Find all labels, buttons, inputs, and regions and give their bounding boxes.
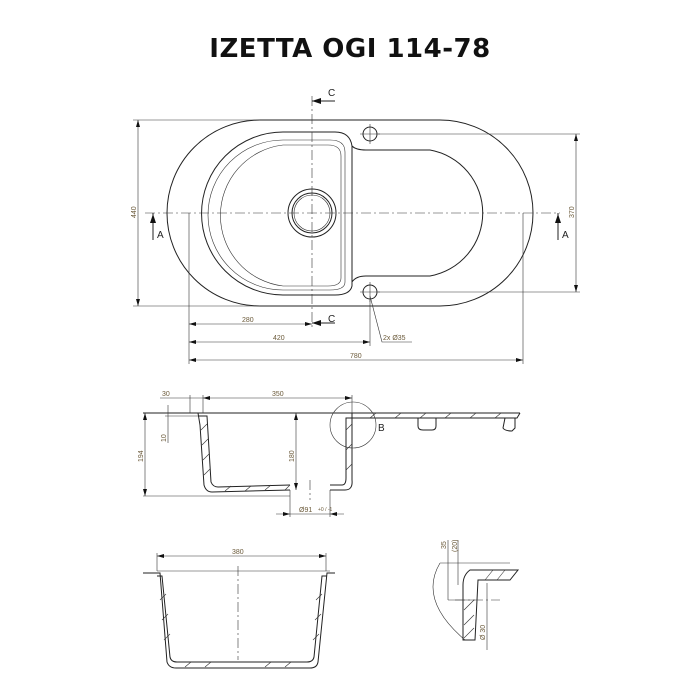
section-c-label-bottom: C [328, 314, 335, 325]
section-c-label-top: C [328, 88, 335, 99]
dim-detail-35: 35 [441, 541, 448, 549]
dim-holes: 2x Ø35 [383, 335, 406, 342]
dim-overall-length: 780 [350, 353, 362, 360]
dim-total-depth: 194 [138, 450, 145, 462]
dim-bowl-depth: 180 [289, 450, 296, 462]
dim-detail-20: (20) [452, 540, 459, 552]
dim-drain-diameter: Ø91 [299, 507, 312, 514]
section-a-label-right: A [562, 230, 569, 241]
detail-b-view: 35 (20) Ø 30 [432, 540, 520, 650]
dim-rim-offset: 30 [162, 391, 170, 398]
dim-section-c-width: 380 [232, 549, 244, 556]
dim-overall-height: 440 [131, 206, 138, 218]
dim-rim-thickness: 10 [161, 434, 168, 442]
dim-drain-tolerance: +0 / -1 [318, 507, 333, 513]
dim-bowl-width: 420 [273, 335, 285, 342]
section-c-view: 380 [143, 549, 335, 669]
section-a-view: B 30 350 10 194 180 Ø91 +0 / -1 [138, 391, 521, 517]
top-view: C C A A 440 370 280 420 780 2x Ø35 [131, 88, 580, 364]
detail-b-label: B [378, 423, 385, 434]
dim-detail-d30: Ø 30 [480, 625, 487, 640]
dim-bowl-center: 280 [242, 317, 254, 324]
dim-section-bowl-width: 350 [272, 391, 284, 398]
dim-hole-spacing: 370 [569, 206, 576, 218]
drawing-title: IZETTA OGI 114-78 [209, 34, 491, 64]
section-a-label-left: A [157, 230, 164, 241]
